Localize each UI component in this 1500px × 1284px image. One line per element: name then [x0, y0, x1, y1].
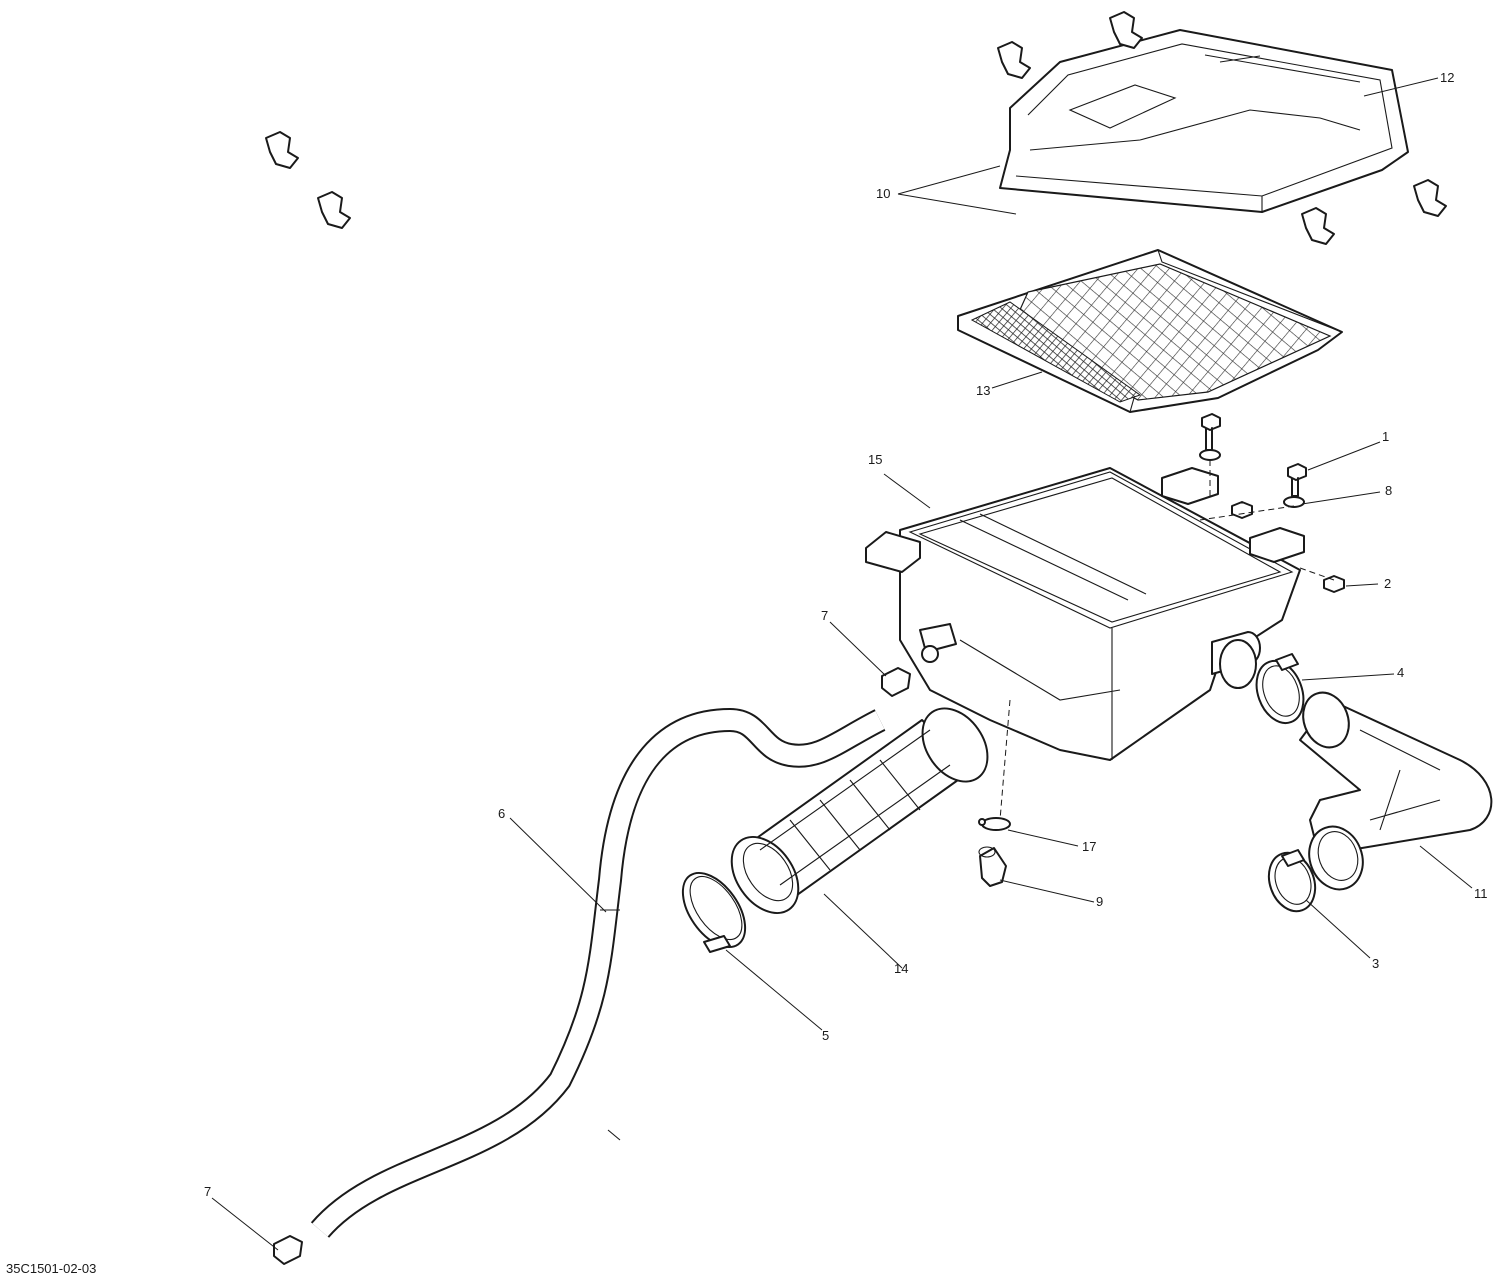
washer	[1199, 449, 1305, 508]
outlet-elbow	[1299, 691, 1493, 891]
callout-3: 3	[1372, 956, 1379, 971]
callout-12: 12	[1440, 70, 1454, 85]
hose-clamp-duct	[681, 871, 747, 953]
leader-lines	[211, 77, 1473, 1251]
diagram-reference-code: 35C1501-02-03	[6, 1261, 96, 1276]
alignment-lines	[999, 460, 1335, 821]
callout-14: 14	[894, 961, 908, 976]
spring-clip	[978, 817, 1011, 831]
cover-clip	[317, 191, 351, 229]
callout-1: 1	[1382, 429, 1389, 444]
airbox-cover	[999, 29, 1409, 213]
callout-11: 11	[1474, 886, 1488, 901]
air-filter	[957, 249, 1343, 413]
callout-6: 6	[498, 806, 505, 821]
nut	[1231, 501, 1345, 593]
cover-clip	[265, 131, 299, 169]
drain-hose	[310, 707, 886, 1239]
callout-labels: 1 2 3 4 5 6 7 7 8 9 10 11 12 13 14 15 17	[204, 70, 1488, 1199]
callout-13: 13	[976, 383, 990, 398]
cover-clip	[1301, 207, 1335, 245]
hose-clamp-intake	[1255, 653, 1305, 724]
callout-4: 4	[1397, 665, 1404, 680]
screw	[1287, 463, 1307, 497]
hose-clamp-outlet	[1267, 849, 1317, 913]
cover-clip	[997, 41, 1031, 79]
callout-2: 2	[1384, 576, 1391, 591]
screw	[1201, 413, 1221, 451]
callout-15: 15	[868, 452, 882, 467]
callout-5: 5	[822, 1028, 829, 1043]
cover-clip	[1109, 11, 1143, 49]
callout-8: 8	[1385, 483, 1392, 498]
hose-clamp-small	[881, 667, 911, 697]
airbox-housing	[865, 467, 1305, 761]
hose-clamp-small	[273, 1235, 303, 1265]
callout-10: 10	[876, 186, 890, 201]
intake-duct	[730, 707, 989, 914]
callout-9: 9	[1096, 894, 1103, 909]
cover-clip	[1413, 179, 1447, 217]
callout-7-upper: 7	[821, 608, 828, 623]
drain-valve	[978, 846, 1007, 887]
callout-17: 17	[1082, 839, 1096, 854]
callout-7-lower: 7	[204, 1184, 211, 1199]
